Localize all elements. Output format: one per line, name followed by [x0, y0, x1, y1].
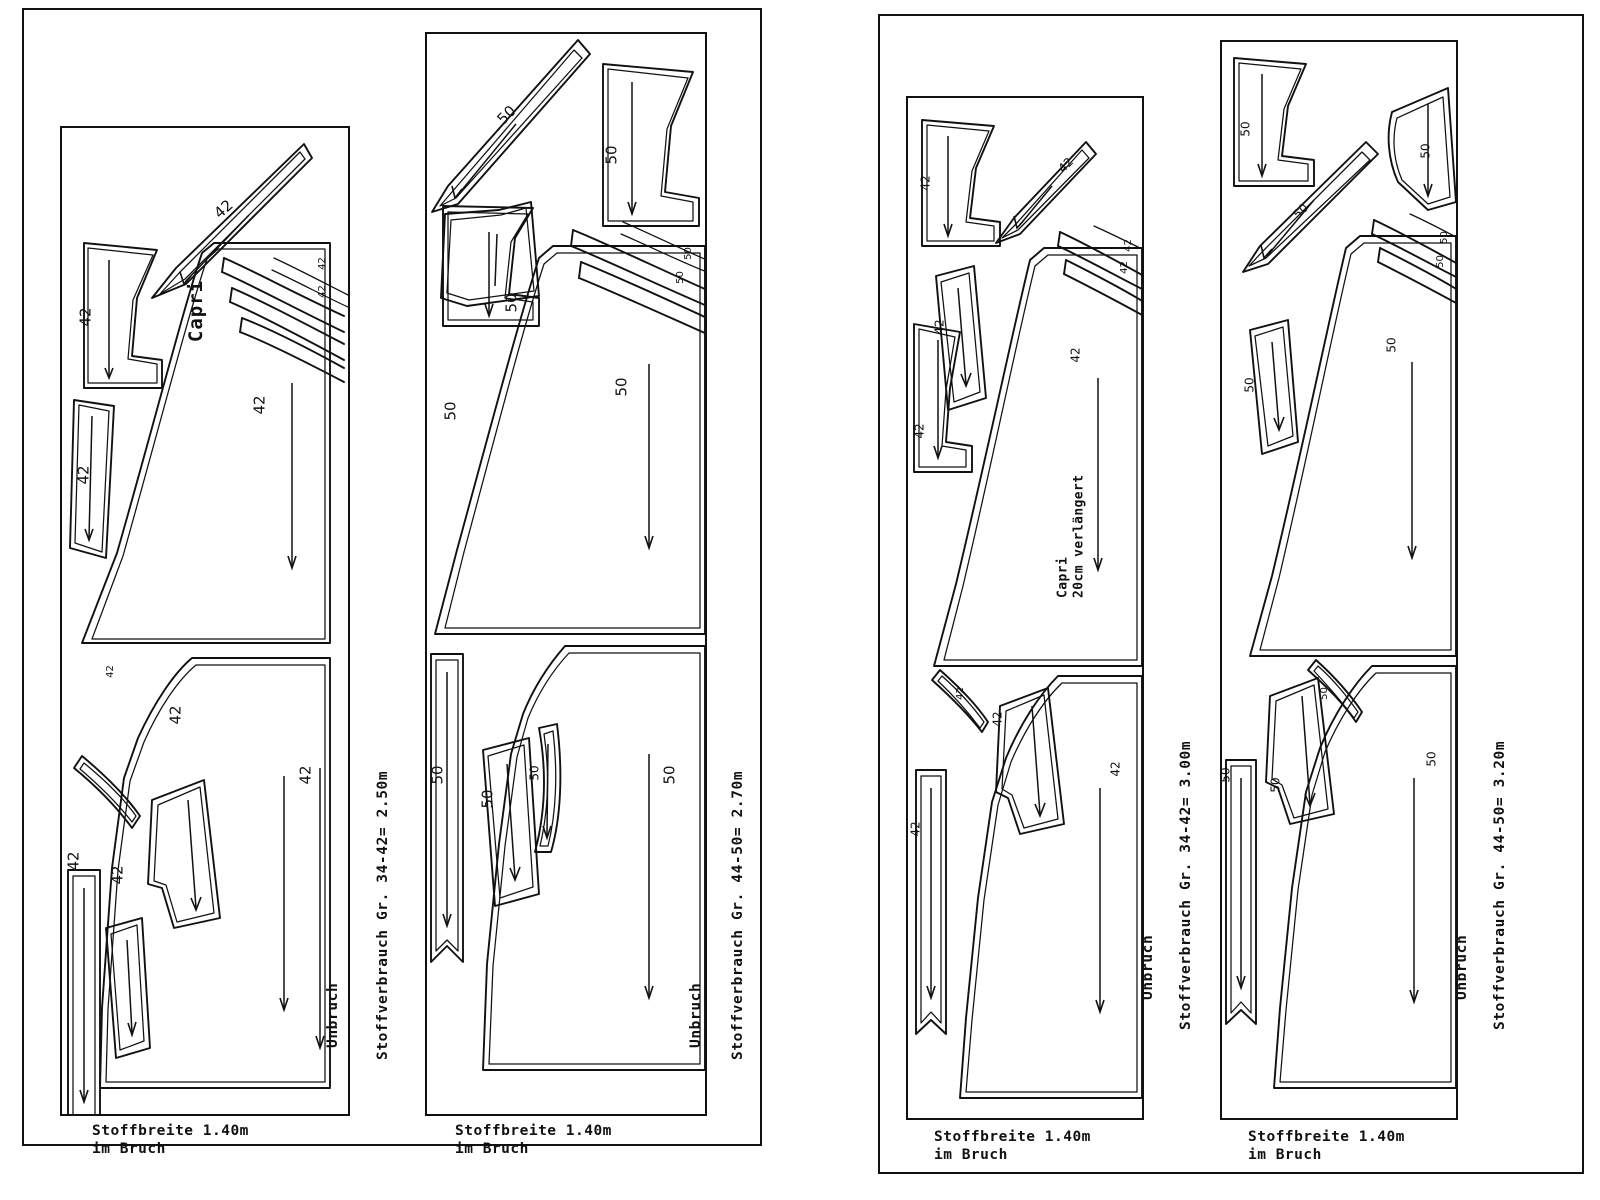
size-tag-piece-1e: 42	[166, 705, 185, 725]
size-tag-piece-1b: 42	[74, 465, 93, 485]
size-tag-piece-4f: 50	[1268, 777, 1283, 793]
size-tag-piece-2d: 50	[612, 377, 631, 397]
size-tag-piece-3e: 42	[1108, 761, 1123, 777]
fabric-consumption-layout-1: Stoffverbrauch Gr. 34-42= 2.50m	[375, 770, 391, 1060]
size-tag-piece-4j: 50	[1318, 687, 1330, 700]
size-tag-piece-3f: 42	[990, 711, 1005, 727]
size-tag-piece-2e: 50	[660, 765, 679, 785]
size-tag-piece-2j: 50	[674, 271, 686, 284]
size-tag-piece-2i: 50	[682, 247, 694, 260]
fabric-panel-layout-2	[425, 32, 707, 1116]
size-tag-piece-1c: 42	[250, 395, 269, 415]
size-tag-piece-4e: 50	[1424, 751, 1439, 767]
pattern-pieces-layout-3	[913, 119, 1142, 1099]
fabric-consumption-layout-2: Stoffverbrauch Gr. 44-50= 2.70m	[730, 770, 746, 1060]
pattern-pieces-layout-4	[1225, 57, 1456, 1089]
caption-line-1: Stoffbreite 1.40m	[92, 1123, 249, 1139]
caption-line-1: Stoffbreite 1.40m	[1248, 1129, 1405, 1145]
pattern-pieces-layout-2	[430, 63, 705, 1071]
pattern-pieces-layout-1	[67, 242, 348, 1114]
fold-label-layout-2: Unbruch	[688, 982, 704, 1048]
fold-label-layout-1: Unbruch	[325, 982, 341, 1048]
size-tag-piece-4g: 50	[1218, 767, 1233, 783]
caption-line-2: im Bruch	[92, 1140, 166, 1157]
size-tag-piece-2h: 50	[527, 765, 542, 781]
size-tag-piece-3b: 42	[932, 319, 947, 335]
size-tag-piece-3c: 42	[912, 423, 927, 439]
fabric-panel-layout-3	[906, 96, 1144, 1120]
size-tag-piece-1a: 42	[76, 307, 95, 327]
size-tag-piece-2f: 50	[428, 765, 447, 785]
size-tag-piece-3g: 42	[908, 821, 923, 837]
caption-line-2: im Bruch	[455, 1140, 529, 1157]
fabric-panel-layout-4	[1220, 40, 1458, 1120]
garment-name-line-2: 20cm verlängert	[1071, 474, 1087, 598]
size-tag-piece-2a: 50	[602, 145, 621, 165]
size-tag-piece-1i: 42	[316, 285, 328, 298]
size-tag-piece-3h: 42	[1122, 239, 1134, 252]
size-tag-piece-4c: 50	[1242, 377, 1257, 393]
fabric-consumption-layout-4: Stoffverbrauch Gr. 44-50= 3.20m	[1492, 740, 1508, 1030]
caption-line-1: Stoffbreite 1.40m	[934, 1129, 1091, 1145]
size-tag-piece-3a: 42	[918, 175, 933, 191]
size-tag-piece-1h: 42	[316, 257, 328, 270]
size-tag-piece-2b: 50	[502, 293, 521, 313]
fabric-consumption-layout-3: Stoffverbrauch Gr. 34-42= 3.00m	[1178, 740, 1194, 1030]
garment-name-layout-3: Capri 20cm verlängert	[1055, 475, 1088, 598]
size-tag-piece-2g: 50	[478, 789, 497, 809]
size-tag-piece-4b: 50	[1418, 143, 1433, 159]
size-tag-piece-2c: 50	[441, 401, 460, 421]
caption-line-1: Stoffbreite 1.40m	[455, 1123, 612, 1139]
caption-line-2: im Bruch	[1248, 1146, 1322, 1163]
size-tag-piece-3j: 42	[954, 687, 966, 700]
size-tag-piece-3d: 42	[1068, 347, 1083, 363]
caption-line-2: im Bruch	[934, 1146, 1008, 1163]
fold-label-layout-3: Unbruch	[1140, 934, 1156, 1000]
size-tag-piece-4h: 50	[1438, 231, 1450, 244]
size-tag-piece-1j: 42	[104, 665, 116, 678]
size-tag-piece-1d: 42	[296, 765, 315, 785]
size-tag-piece-1f: 42	[108, 865, 127, 885]
fabric-panel-layout-1	[60, 126, 350, 1116]
garment-name-layout-1: Capri	[185, 279, 208, 343]
size-tag-piece-4i: 50	[1434, 255, 1446, 268]
garment-name-line-1: Capri	[1055, 556, 1071, 598]
size-tag-piece-4a: 50	[1238, 121, 1253, 137]
size-tag-piece-3i: 42	[1118, 261, 1130, 274]
size-tag-piece-1g: 42	[64, 851, 83, 871]
size-tag-piece-4d: 50	[1384, 337, 1399, 353]
fold-label-layout-4: Unbruch	[1454, 934, 1470, 1000]
